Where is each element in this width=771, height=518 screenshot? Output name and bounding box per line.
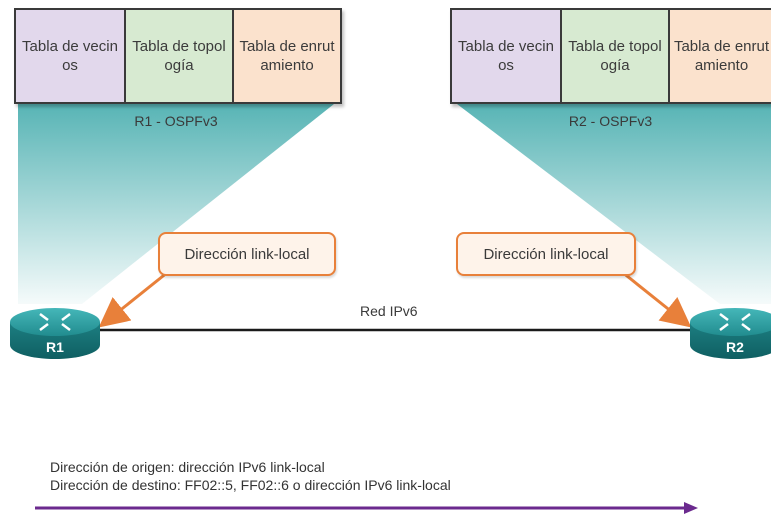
r1-ospf-tables: Tabla de vecinos Tabla de topología Tabl… <box>14 8 342 104</box>
r2-neighbor-table: Tabla de vecinos <box>452 10 562 102</box>
r1-routing-table: Tabla de enrutamiento <box>234 10 340 102</box>
r1-caption: R1 - OSPFv3 <box>134 113 218 129</box>
r1-topology-table: Tabla de topología <box>126 10 234 102</box>
r1-router-label: R1 <box>46 339 64 355</box>
r2-router-label: R2 <box>726 339 744 355</box>
r2-topology-table: Tabla de topología <box>562 10 670 102</box>
r2-ospf-tables: Tabla de vecinos Tabla de topología Tabl… <box>450 8 771 104</box>
r1-link-local-callout: Dirección link-local <box>158 232 336 276</box>
r2-callout-arrow <box>621 270 692 328</box>
r2-fan <box>457 104 771 304</box>
network-label: Red IPv6 <box>360 303 418 319</box>
r2-link-local-callout: Dirección link-local <box>456 232 636 276</box>
r1-callout-arrow <box>98 270 169 328</box>
source-address-text: Dirección de origen: dirección IPv6 link… <box>50 459 325 475</box>
r1-neighbor-table: Tabla de vecinos <box>16 10 126 102</box>
flow-arrow-head <box>684 502 698 514</box>
r2-routing-table: Tabla de enrutamiento <box>670 10 771 102</box>
r1-fan <box>18 104 334 304</box>
r2-caption: R2 - OSPFv3 <box>568 113 653 129</box>
router-r2-icon <box>690 308 771 359</box>
router-r1-icon <box>10 308 100 359</box>
destination-address-text: Dirección de destino: FF02::5, FF02::6 o… <box>50 477 451 493</box>
